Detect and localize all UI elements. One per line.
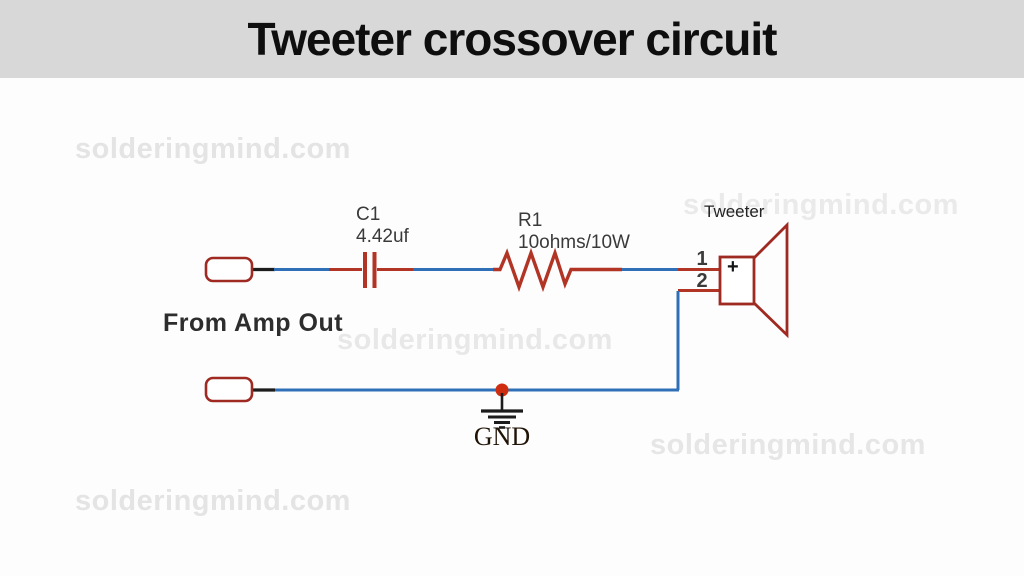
terminal-bottom <box>204 376 254 403</box>
capacitor-ref: C1 <box>356 204 381 225</box>
watermark-top-left: solderingmind.com <box>75 133 351 165</box>
watermark-right-upper: solderingmind.com <box>683 189 959 221</box>
source-label: From Amp Out <box>163 309 344 337</box>
tweeter-label: Tweeter <box>704 202 765 221</box>
tweeter-pin1-number: 1 <box>696 248 708 270</box>
watermark-bottom-right: solderingmind.com <box>650 429 926 461</box>
page-title: Tweeter crossover circuit <box>247 13 778 65</box>
title-bar: Tweeter crossover circuit <box>0 0 1024 78</box>
watermark-bottom-left: solderingmind.com <box>75 485 351 517</box>
terminal-top <box>204 256 254 283</box>
ground-label: GND <box>473 422 531 451</box>
ground-symbol <box>481 393 523 429</box>
resistor-label-block: R1 10ohms/10W <box>518 210 630 254</box>
capacitor-value: 4.42uf <box>356 226 409 247</box>
capacitor-label-block: C1 4.42uf <box>356 204 409 248</box>
resistor-value: 10ohms/10W <box>518 232 630 253</box>
junction-dot <box>495 383 509 397</box>
tweeter-polarity-mark: + <box>727 256 739 278</box>
resistor-ref: R1 <box>518 210 543 231</box>
tweeter-pin2-number: 2 <box>696 270 708 292</box>
tweeter-symbol <box>718 221 789 339</box>
circuit-diagram: solderingmind.com solderingmind.com sold… <box>0 78 1024 576</box>
watermark-center: solderingmind.com <box>337 324 613 356</box>
resistor-zigzag <box>493 247 622 293</box>
